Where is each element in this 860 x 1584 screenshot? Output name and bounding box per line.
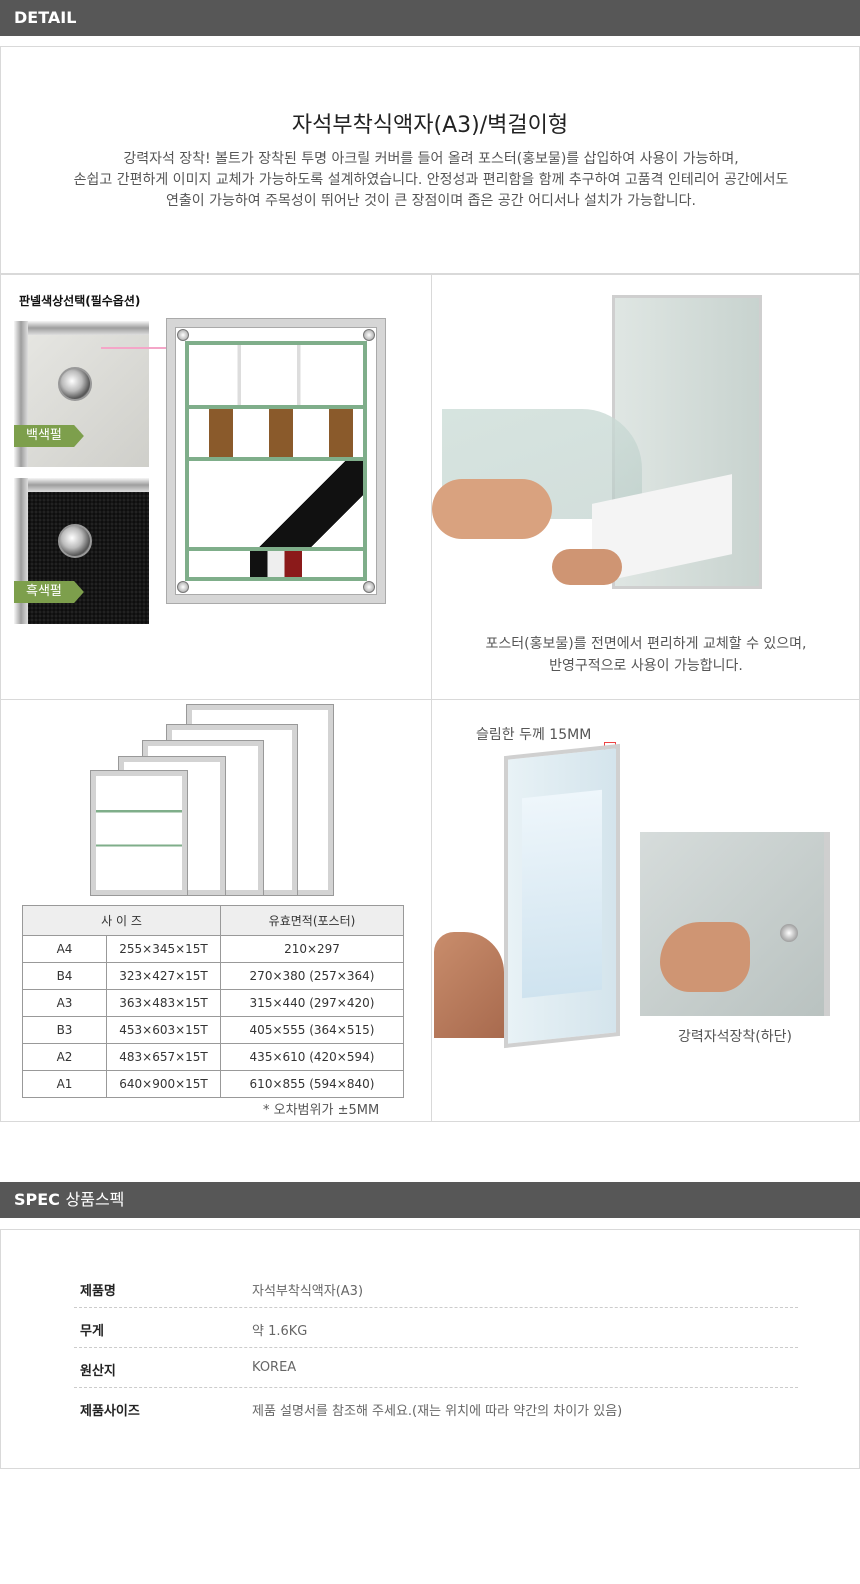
frame-side-image (504, 743, 620, 1049)
poster-change-cell: 포스터(홍보물)를 전면에서 편리하게 교체할 수 있으며, 반영구적으로 사용… (432, 275, 860, 699)
spec-header-sub: 상품스펙 (65, 1190, 125, 1209)
black-pearl-tag: 흑색펄 (14, 581, 84, 603)
caption-line: 반영구적으로 사용이 가능합니다. (549, 658, 743, 674)
size-effective-area: 405×555 (364×515) (220, 1016, 404, 1044)
tolerance-note: * 오차범위가 ±5MM (263, 1103, 380, 1118)
spec-value: 제품 설명서를 참조해 주세요.(재는 위치에 따라 약간의 차이가 있음) (252, 1404, 623, 1419)
hand-image (432, 479, 552, 539)
spec-row: 원산지 KOREA (74, 1348, 798, 1388)
poster-section (189, 409, 363, 457)
size-code: A2 (22, 1043, 107, 1071)
spec-row: 제품사이즈 제품 설명서를 참조해 주세요.(재는 위치에 따라 약간의 차이가… (74, 1388, 798, 1428)
panel-color-title: 판넬색상선택(필수옵션) (19, 294, 141, 308)
grid-divider-horizontal (1, 699, 859, 700)
magnet-closeup-photo (640, 832, 830, 1016)
spec-header-label: SPEC (14, 1190, 60, 1209)
screw-icon (177, 581, 189, 593)
size-code: A3 (22, 989, 107, 1017)
hand-image (434, 932, 504, 1038)
poster-image (522, 789, 602, 999)
detail-header-bar: DETAIL (0, 0, 860, 36)
poster-section (189, 551, 363, 577)
poster-section (189, 461, 363, 547)
spec-value: KOREA (252, 1360, 297, 1375)
screw-icon (363, 329, 375, 341)
poster-change-caption: 포스터(홍보물)를 전면에서 편리하게 교체할 수 있으며, 반영구적으로 사용… (432, 633, 860, 677)
table-row: B3 453×603×15T 405×555 (364×515) (22, 1016, 404, 1044)
intro-section: 자석부착식액자(A3)/벽걸이형 강력자석 장착! 볼트가 장착된 투명 아크릴… (0, 46, 860, 274)
screw-icon (363, 581, 375, 593)
spec-value: 자석부착식액자(A3) (252, 1284, 364, 1299)
panel-color-cell: 판넬색상선택(필수옵션) 백색펄 흑색펄 (1, 275, 431, 699)
size-code: B3 (22, 1016, 107, 1044)
spec-header-bar: SPEC 상품스펙 (0, 1182, 860, 1218)
detail-header-label: DETAIL (14, 8, 77, 27)
size-effective-area: 435×610 (420×594) (220, 1043, 404, 1071)
pointer-line (101, 347, 179, 349)
size-dimensions: 453×603×15T (106, 1016, 221, 1044)
spec-key: 무게 (80, 1324, 104, 1339)
table-row: A2 483×657×15T 435×610 (420×594) (22, 1043, 404, 1071)
spec-key: 제품사이즈 (80, 1404, 140, 1419)
size-header: 사 이 즈 (22, 905, 221, 936)
spec-value: 약 1.6KG (252, 1324, 308, 1339)
frame-image (91, 771, 187, 895)
description-line: 연출이 가능하여 주목성이 뛰어난 것이 큰 장점이며 좁은 공간 어디서나 설… (166, 193, 696, 209)
finger-image (660, 922, 750, 992)
poster-change-photo (432, 289, 768, 605)
product-title: 자석부착식액자(A3)/벽걸이형 (291, 113, 569, 138)
frame-edge (14, 478, 149, 492)
magnet-icon (780, 924, 798, 942)
size-table: 사 이 즈 유효면적(포스터) A4 255×345×15T 210×297 B… (22, 905, 404, 1098)
screw-icon (177, 329, 189, 341)
effective-area-header: 유효면적(포스터) (220, 905, 404, 936)
spec-row: 무게 약 1.6KG (74, 1308, 798, 1348)
table-row: A4 255×345×15T 210×297 (22, 935, 404, 963)
size-effective-area: 210×297 (220, 935, 404, 963)
table-row: B4 323×427×15T 270×380 (257×364) (22, 962, 404, 990)
magnet-icon (58, 524, 92, 558)
spec-row: 제품명 자석부착식액자(A3) (74, 1268, 798, 1308)
size-code: B4 (22, 962, 107, 990)
size-code: A1 (22, 1070, 107, 1098)
size-code: A4 (22, 935, 107, 963)
product-description: 강력자석 장착! 볼트가 장착된 투명 아크릴 커버를 들어 올려 포스터(홍보… (41, 149, 821, 212)
size-effective-area: 610×855 (594×840) (220, 1070, 404, 1098)
black-pearl-swatch: 흑색펄 (14, 478, 149, 624)
size-table-header: 사 이 즈 유효면적(포스터) (22, 905, 404, 936)
table-row: A3 363×483×15T 315×440 (297×420) (22, 989, 404, 1017)
detail-grid: 판넬색상선택(필수옵션) 백색펄 흑색펄 (0, 274, 860, 1122)
white-pearl-tag: 백색펄 (14, 425, 84, 447)
description-line: 강력자석 장착! 볼트가 장착된 투명 아크릴 커버를 들어 올려 포스터(홍보… (123, 151, 739, 167)
caption-line: 포스터(홍보물)를 전면에서 편리하게 교체할 수 있으며, (485, 636, 807, 652)
poster-image (185, 341, 367, 581)
poster-section (189, 345, 363, 405)
thickness-cell: 슬림한 두께 15MM 강력자석장착(하단) (432, 700, 860, 1121)
table-row: A1 640×900×15T 610×855 (594×840) (22, 1070, 404, 1098)
magnet-caption: 강력자석장착(하단) (678, 1029, 792, 1045)
spec-section: 제품명 자석부착식액자(A3) 무게 약 1.6KG 원산지 KOREA 제품사… (0, 1229, 860, 1469)
grid-divider-vertical (431, 275, 432, 1121)
description-line: 손쉽고 간편하게 이미지 교체가 가능하도록 설계하였습니다. 안정성과 편리함… (73, 172, 789, 188)
white-pearl-swatch: 백색펄 (14, 321, 149, 467)
spec-key: 제품명 (80, 1284, 116, 1299)
thickness-label: 슬림한 두께 15MM (476, 727, 592, 743)
size-dimensions: 255×345×15T (106, 935, 221, 963)
magnet-icon (58, 367, 92, 401)
spec-key: 원산지 (80, 1364, 116, 1379)
size-dimensions: 640×900×15T (106, 1070, 221, 1098)
frame-edge (14, 321, 149, 335)
frame-product-image (167, 319, 385, 603)
size-effective-area: 315×440 (297×420) (220, 989, 404, 1017)
size-dimensions: 323×427×15T (106, 962, 221, 990)
size-effective-area: 270×380 (257×364) (220, 962, 404, 990)
hand-image (552, 549, 622, 585)
size-dimensions: 483×657×15T (106, 1043, 221, 1071)
size-dimensions: 363×483×15T (106, 989, 221, 1017)
